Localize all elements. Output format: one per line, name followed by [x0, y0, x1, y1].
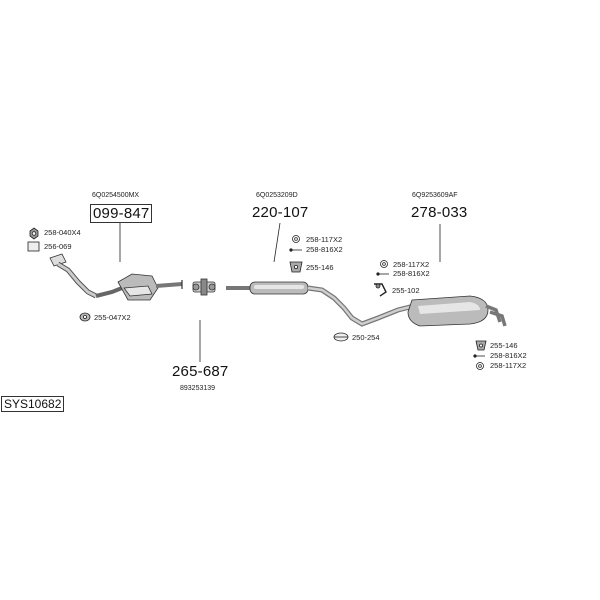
fitting-label-bolt-rear-top: 258-816X2 — [393, 269, 430, 278]
fitting-label-gasket: 256-069 — [44, 242, 72, 251]
front-pipe-oem-number: 893253139 — [180, 385, 216, 392]
fitting-label-rubber: 255-047X2 — [94, 313, 131, 322]
fitting-label-nut: 258-040X4 — [44, 228, 81, 237]
fitting-label-bolt-middle: 258-816X2 — [306, 245, 343, 254]
rear-silencer-part-number[interactable]: 278-033 — [411, 204, 468, 221]
system-code: SYS10682 — [1, 396, 65, 412]
fitting-label-washer-rear-top: 258-117X2 — [393, 260, 430, 269]
catalytic-converter-drawing — [49, 253, 183, 301]
middle-silencer-drawing — [226, 281, 415, 327]
leader-middle — [273, 222, 281, 263]
rear-silencer-drawing — [407, 295, 507, 327]
middle-silencer-oem-number: 6Q0253209D — [256, 192, 298, 199]
front-pipe-drawing — [192, 278, 216, 296]
catalytic-part-number[interactable]: 099-847 — [90, 204, 153, 223]
fitting-label-hanger-rear: 255-146 — [490, 341, 518, 350]
catalytic-oem-number: 6Q0254500MX — [92, 192, 140, 199]
fitting-label-washer-middle: 258-117X2 — [306, 235, 343, 244]
fitting-label-clamp: 250-254 — [352, 333, 380, 342]
fitting-label-washer-rear-bottom: 258-117X2 — [490, 361, 527, 370]
rear-silencer-oem-number: 6Q9253609AF — [412, 192, 458, 199]
fitting-label-bracket-rear: 255-102 — [392, 286, 420, 295]
fitting-label-bolt-rear-bottom: 258-816X2 — [490, 351, 527, 360]
fitting-symbols — [27, 227, 487, 370]
fitting-label-hanger-middle: 255-146 — [306, 263, 334, 272]
front-pipe-part-number[interactable]: 265-687 — [172, 363, 229, 380]
middle-silencer-part-number[interactable]: 220-107 — [252, 204, 309, 221]
